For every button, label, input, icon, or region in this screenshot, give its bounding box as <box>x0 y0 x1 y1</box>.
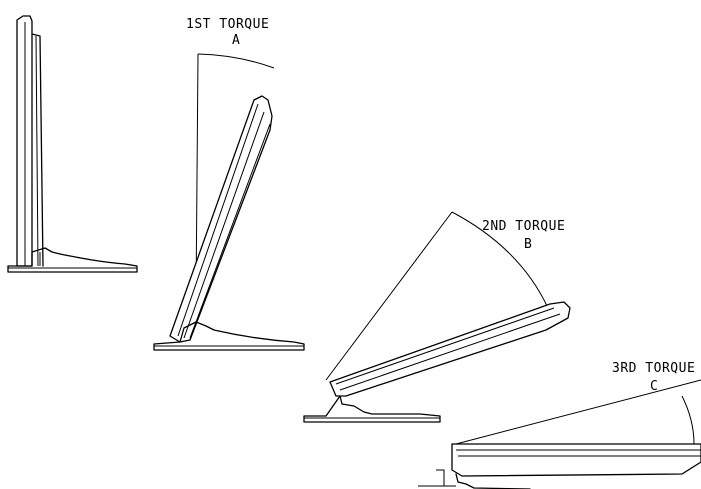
second-torque-arc-guide <box>325 211 549 381</box>
upright-panel <box>16 15 44 267</box>
second-torque-letter: B <box>524 237 532 252</box>
upright-stand-base <box>7 247 138 273</box>
monitor-upright <box>7 15 138 273</box>
first-torque-arc-guide <box>195 53 275 301</box>
monitor-first-torque: 1ST TORQUE A <box>153 17 305 351</box>
third-torque-arc-guide <box>455 379 701 445</box>
second-torque-panel <box>329 301 571 397</box>
second-torque-title: 2ND TORQUE <box>482 219 565 234</box>
monitor-second-torque: 2ND TORQUE B <box>303 211 571 423</box>
first-torque-stand-base <box>153 321 305 351</box>
first-torque-letter: A <box>232 33 240 48</box>
first-torque-title: 1ST TORQUE <box>186 17 269 32</box>
third-torque-letter: C <box>650 379 658 394</box>
second-torque-stand-base <box>303 395 441 423</box>
monitor-third-torque: 3RD TORQUE C <box>418 361 701 489</box>
third-torque-panel <box>451 443 701 477</box>
first-torque-panel <box>169 95 273 343</box>
third-torque-title: 3RD TORQUE <box>612 361 695 376</box>
third-torque-stand-base <box>418 469 531 489</box>
